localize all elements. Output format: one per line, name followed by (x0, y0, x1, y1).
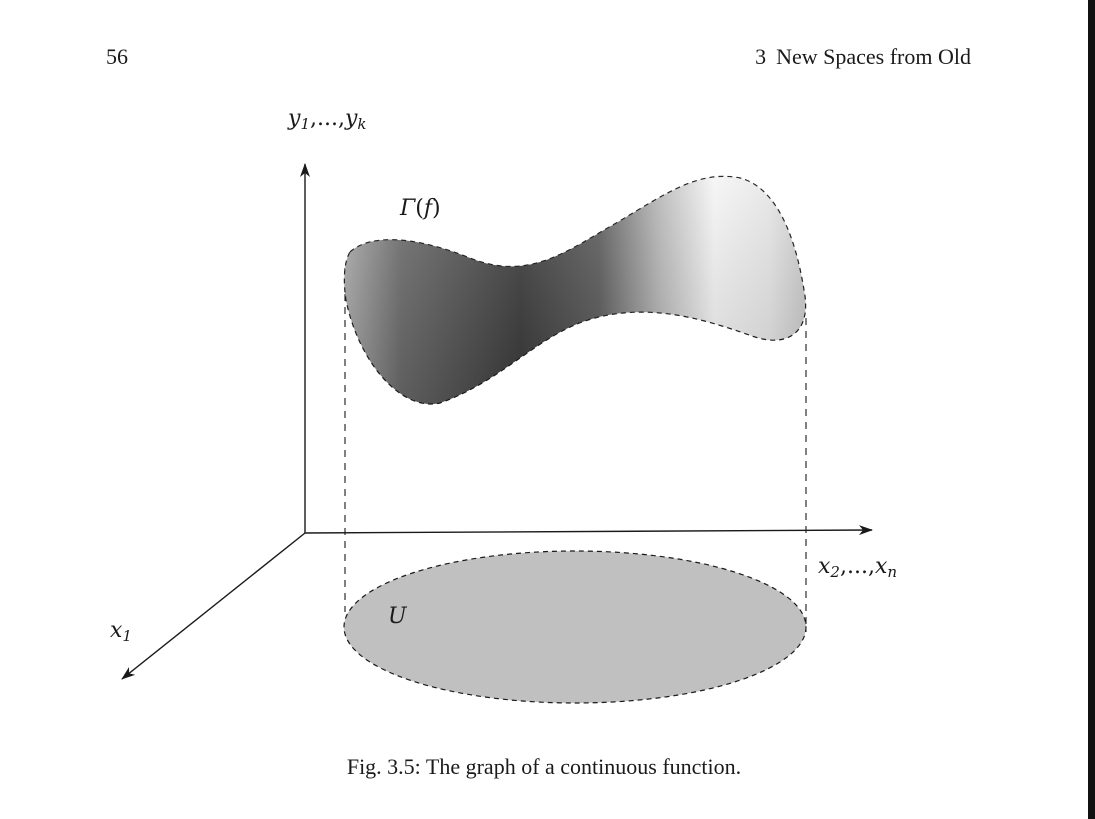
caption-text: The graph of a continuous function. (425, 754, 742, 779)
horizontal-axis-label: x2,...,xn (818, 554, 898, 581)
domain-label: U (388, 604, 407, 629)
figure-caption: Fig. 3.5: The graph of a continuous func… (0, 754, 1088, 780)
scan-right-edge (1088, 0, 1095, 819)
horizontal-axis (304, 525, 873, 536)
chapter-title: New Spaces from Old (776, 44, 971, 69)
depth-axis-label: x1 (110, 618, 132, 645)
chapter-number: 3 (755, 44, 767, 69)
running-head: 3 New Spaces from Old (755, 44, 971, 70)
depth-axis (121, 532, 306, 680)
graph-label: Γ(f) (400, 196, 441, 221)
vertical-axis-label: y1,...,yk (288, 106, 367, 133)
caption-label: Fig. 3.5: (346, 754, 421, 779)
graph-surface-shading (344, 176, 806, 405)
domain-region-u (343, 550, 807, 704)
page-number: 56 (106, 44, 128, 69)
